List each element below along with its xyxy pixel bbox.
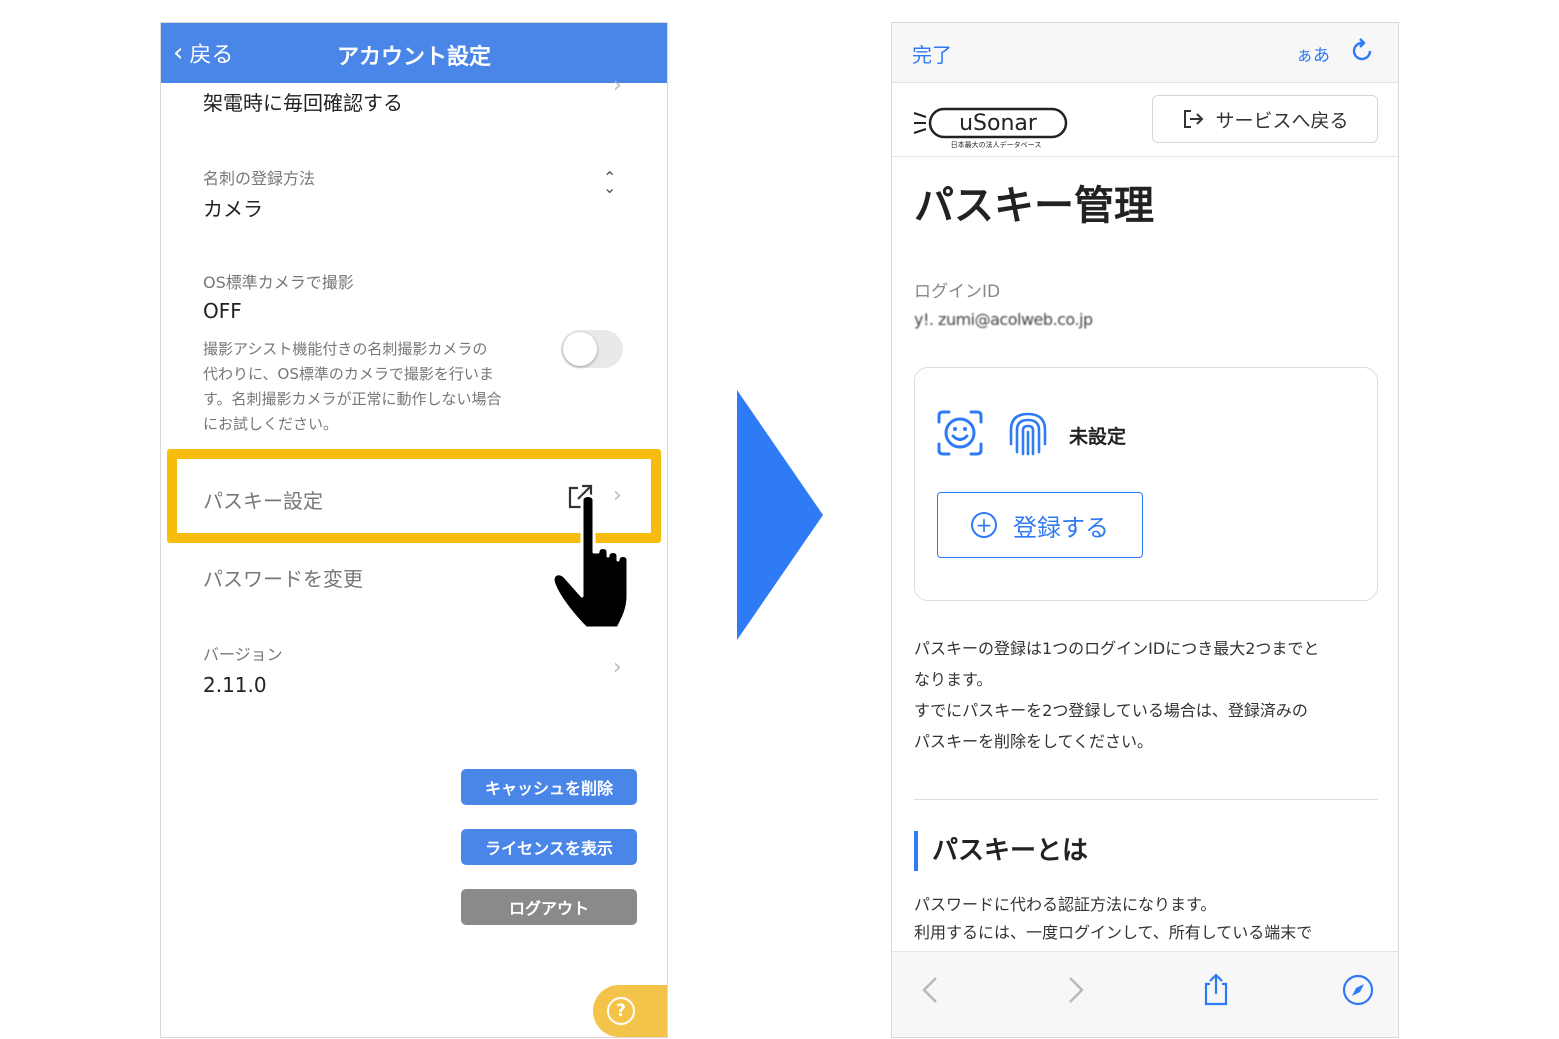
confirm-call-row[interactable]: 架電時に毎回確認する [203, 91, 403, 115]
text-size-button[interactable]: ぁあ [1296, 46, 1330, 66]
clear-cache-button[interactable]: キャッシュを削除 [461, 769, 637, 805]
chevron-right-icon: › [613, 73, 622, 98]
back-button[interactable]: ‹ 戻る [173, 37, 233, 69]
note-line: パスキーを削除をしてください。 [914, 732, 1154, 751]
help-button[interactable]: ? [593, 985, 667, 1037]
share-icon[interactable] [1198, 972, 1234, 1008]
back-to-service-label: サービスへ戻る [1215, 109, 1349, 132]
arrow-right-icon [737, 390, 823, 640]
section-title: パスキーとは [914, 831, 1088, 871]
desc-line: 代わりに、OS標準のカメラで撮影を行いま [203, 365, 494, 383]
version-label: バージョン [203, 645, 283, 664]
card-method-label: 名刺の登録方法 [203, 169, 316, 188]
desc-line: にお試しください。 [203, 415, 339, 433]
usonar-logo: uSonar 日本最大の法人データベース [913, 107, 1068, 149]
login-id-value: y!. zumi@acolweb.co.jp [914, 310, 1093, 329]
register-passkey-button[interactable]: + 登録する [937, 492, 1143, 558]
up-down-chevron-icon[interactable]: ⌃⌄ [603, 168, 617, 197]
compass-icon[interactable] [1340, 972, 1376, 1008]
passkey-status: 未設定 [1069, 426, 1127, 448]
logout-button[interactable]: ログアウト [461, 889, 637, 925]
desc-line: 撮影アシスト機能付きの名刺撮影カメラの [203, 340, 488, 358]
register-label: 登録する [1013, 513, 1109, 542]
forward-arrow-icon[interactable] [1056, 972, 1092, 1008]
os-camera-toggle[interactable] [561, 330, 623, 368]
back-arrow-icon[interactable] [914, 972, 950, 1008]
divider [914, 799, 1378, 800]
os-camera-value: OFF [203, 299, 242, 323]
passkey-management-screen: 完了 ぁあ uSonar 日本最大の法人データベース サービスへ戻る パスキー管… [891, 22, 1399, 1038]
logo-tagline: 日本最大の法人データベース [951, 140, 1042, 149]
os-camera-description: 撮影アシスト機能付きの名刺撮影カメラの 代わりに、OS標準のカメラで撮影を行いま… [203, 337, 543, 437]
plus-circle-icon: + [971, 512, 997, 538]
browser-top-bar: 完了 ぁあ [892, 23, 1398, 83]
desc-line: す。名刺撮影カメラが正常に動作しない場合 [203, 390, 502, 408]
page-title: パスキー管理 [914, 183, 1154, 229]
card-method-value[interactable]: カメラ [203, 197, 263, 221]
back-label: 戻る [189, 43, 234, 68]
face-id-icon [937, 410, 983, 456]
browser-bottom-bar [892, 951, 1398, 1037]
back-to-service-button[interactable]: サービスへ戻る [1152, 95, 1378, 143]
section-line: パスワードに代わる認証方法になります。 [914, 895, 1217, 914]
login-id-label: ログインID [914, 282, 1001, 302]
note-line: パスキーの登録は1つのログインIDにつき最大2つまでと [914, 639, 1320, 658]
nav-title: アカウント設定 [336, 45, 491, 70]
logo-text: uSonar [959, 111, 1038, 136]
chevron-right-icon: › [613, 483, 622, 508]
passkey-settings-row[interactable]: パスキー設定 [203, 489, 323, 513]
section-body: パスワードに代わる認証方法になります。 利用するには、一度ログインして、所有して… [914, 891, 1384, 947]
chevron-left-icon: ‹ [173, 38, 184, 68]
passkey-note: パスキーの登録は1つのログインIDにつき最大2つまでと なります。 すでにパスキ… [914, 633, 1384, 757]
passkey-highlight-frame [167, 449, 661, 543]
site-header: uSonar 日本最大の法人データベース サービスへ戻る [892, 83, 1398, 157]
os-camera-label: OS標準カメラで撮影 [203, 273, 354, 292]
nav-bar: ‹ 戻る アカウント設定 [161, 23, 667, 83]
pointing-hand-icon [551, 494, 630, 630]
fingerprint-icon [1009, 412, 1047, 456]
change-password-row[interactable]: パスワードを変更 [203, 567, 363, 591]
note-line: すでにパスキーを2つ登録している場合は、登録済みの [914, 701, 1308, 720]
help-icon: ? [607, 997, 635, 1025]
show-license-button[interactable]: ライセンスを表示 [461, 829, 637, 865]
section-line: 利用するには、一度ログインして、所有している端末で [914, 923, 1313, 942]
chevron-right-icon: › [613, 655, 622, 680]
toggle-knob [563, 332, 597, 366]
note-line: なります。 [914, 670, 993, 689]
reload-icon[interactable] [1348, 37, 1376, 65]
passkey-card: 未設定 + 登録する [914, 367, 1378, 601]
version-value: 2.11.0 [203, 673, 267, 697]
done-button[interactable]: 完了 [912, 43, 952, 67]
exit-icon [1184, 110, 1204, 128]
